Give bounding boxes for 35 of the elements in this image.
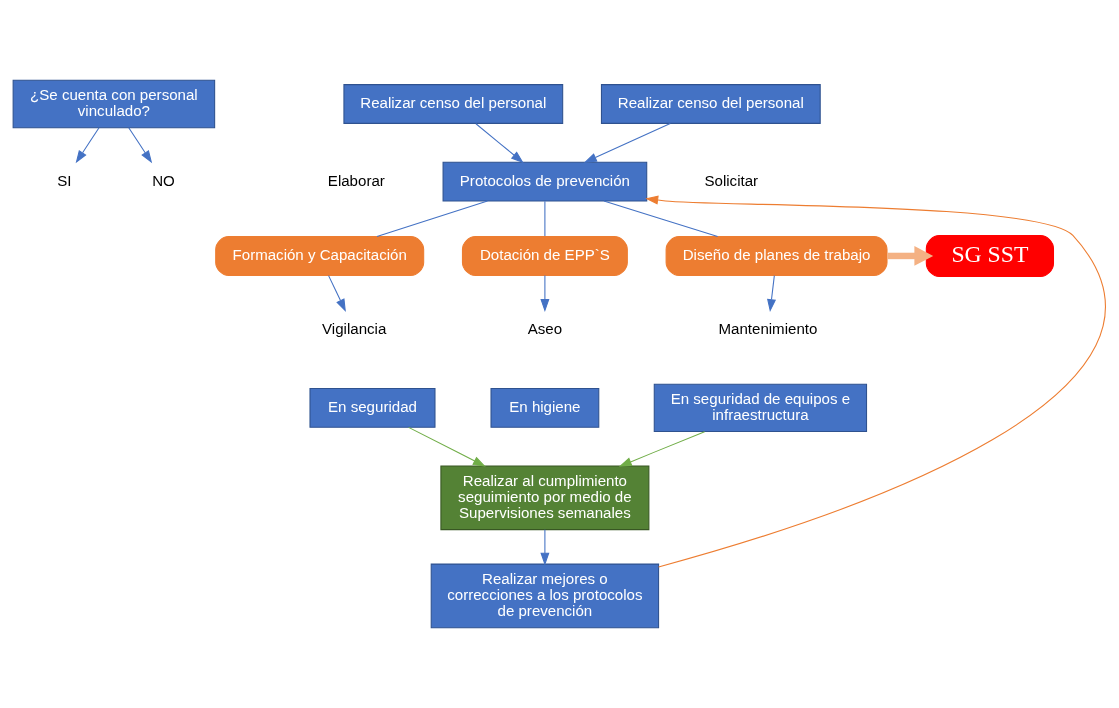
connector — [603, 200, 719, 238]
arrow — [540, 529, 550, 566]
node-box: Realizar censo del personal — [600, 84, 821, 124]
arrow — [887, 246, 934, 266]
node-text: Aseo — [527, 320, 563, 338]
node-box: SG SST — [925, 234, 1054, 277]
arrow — [128, 127, 153, 164]
node-box: Realizar al cumplimiento seguimiento por medio de Supervisiones semanales — [440, 465, 650, 531]
arrow — [540, 275, 550, 313]
arrow — [475, 123, 524, 164]
node-box: Diseño de planes de trabajo — [665, 236, 888, 276]
label: Solicitar — [704, 171, 759, 189]
arrow — [328, 275, 346, 312]
node-box: Protocolos de prevención — [442, 161, 648, 202]
node-text: Mantenimiento — [718, 320, 818, 338]
arrow — [767, 275, 776, 313]
node-box: Realizar mejores o correcciones a los protocolos de prevención — [430, 563, 660, 629]
node-box: Realizar censo del personal — [343, 84, 564, 124]
connector — [544, 200, 546, 237]
node-text: Vigilancia — [322, 320, 387, 338]
label: Elaborar — [327, 171, 385, 189]
node-box: ¿Se cuenta con personal vinculado? — [12, 79, 216, 129]
node-text: NO — [152, 171, 175, 189]
node-box: Dotación de EPP`S — [461, 236, 628, 276]
node-text: SI — [57, 171, 72, 189]
node-box: En seguridad de equipos e infraestructura — [653, 383, 868, 433]
arrow — [618, 431, 706, 467]
node-box: En seguridad — [309, 387, 436, 428]
arrow — [583, 123, 671, 163]
connector — [376, 200, 489, 238]
node-box: Formación y Capacitación — [215, 236, 425, 276]
arrow — [75, 127, 100, 164]
node-box: En higiene — [490, 387, 600, 428]
arrow — [408, 426, 486, 467]
arrow — [645, 195, 1106, 568]
